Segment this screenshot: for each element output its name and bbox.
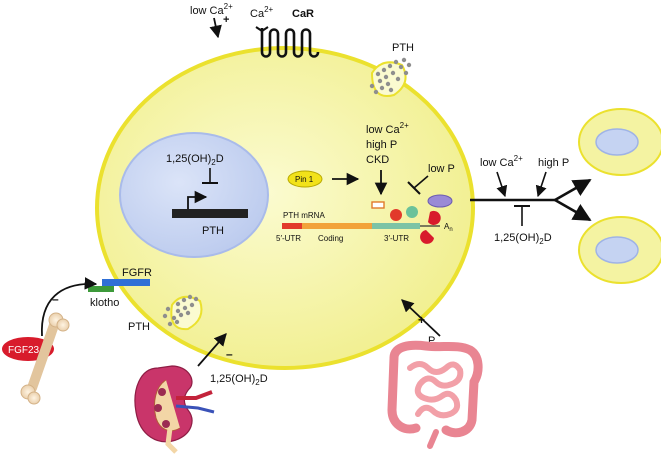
high-p-right-arrow: [535, 171, 547, 198]
fgf23-arrow: [41, 277, 98, 337]
mrna-binding-protein-3: [428, 210, 441, 225]
mrna-binding-protein-1: [390, 209, 402, 221]
ca-ion-label: Ca2+: [250, 5, 274, 20]
vitd-nucleus-label: 1,25(OH)2D: [166, 153, 224, 167]
mrna-3utr: [372, 223, 420, 229]
transcription-start-arrow: [187, 190, 208, 209]
mrna-binding-protein-2: [406, 206, 418, 218]
vitd-kidney-label: 1,25(OH)2D: [210, 373, 268, 387]
pth-vesicle-bottom: [162, 294, 203, 331]
fgf23-label: FGF23: [8, 345, 40, 356]
utr5-label: 5′-UTR: [276, 234, 301, 243]
low-ca-right-label: low Ca2+: [480, 154, 523, 169]
mrna-binding-protein-4: [420, 230, 434, 244]
intestine-icon: [387, 340, 483, 449]
kidney-icon: [134, 365, 215, 454]
klotho-label: klotho: [90, 297, 119, 309]
klotho-coreceptor: [88, 286, 114, 292]
pin1-label: Pin 1: [295, 175, 314, 184]
polya-label: An: [444, 222, 453, 233]
low-ca-top-label: low Ca2+: [190, 2, 233, 17]
vitd-right-label: 1,25(OH)2D: [494, 232, 552, 246]
low-p-protein: [427, 194, 453, 208]
nucleus: [119, 132, 269, 258]
kidney-minus-sign: –: [226, 347, 233, 361]
regulators-ckd: CKD: [366, 154, 389, 166]
intestine-arrow: [401, 299, 441, 337]
plus-top-sign: +: [223, 14, 229, 26]
pth-secretion-bottom-label: PTH: [128, 321, 150, 333]
regulators-high-p: high P: [366, 139, 397, 151]
pth-gene-label: PTH: [202, 225, 224, 237]
intestine-p-label: P: [428, 335, 435, 347]
pth-mrna-label: PTH mRNA: [283, 211, 325, 220]
proliferation-branch-up: [554, 178, 592, 202]
low-p-inhibition: [413, 175, 429, 189]
pth-vesicle-top: [369, 57, 412, 97]
mrna-coding: [302, 223, 372, 229]
proliferation-branch-down: [554, 198, 592, 222]
low-ca-right-arrow: [496, 171, 508, 198]
car-label: CaR: [292, 8, 314, 20]
mrna-binding-box: [371, 201, 385, 209]
intestine-plus-sign: +: [418, 313, 425, 327]
coding-label: Coding: [318, 234, 343, 243]
daughter-cell-bottom: [578, 216, 661, 284]
high-p-right-label: high P: [538, 157, 569, 169]
fgfr-label: FGFR: [122, 267, 152, 279]
pth-secretion-top-label: PTH: [392, 42, 414, 54]
pin1-protein: [287, 170, 323, 188]
calcium-receptor-icon: [260, 28, 320, 58]
low-ca-top-arrow: [209, 17, 222, 39]
fgf23-minus-sign: –: [52, 292, 59, 306]
fgfr-receptor: [102, 279, 150, 286]
bone-icon: [20, 312, 70, 405]
pth-gene-bar: [172, 209, 248, 218]
daughter-cell-top: [578, 108, 661, 176]
utr3-label: 3′-UTR: [384, 234, 409, 243]
low-p-label: low P: [428, 163, 455, 175]
regulators-low-ca: low Ca2+: [366, 121, 409, 136]
mrna-5utr: [282, 223, 302, 229]
kidney-arrow: [197, 333, 227, 367]
